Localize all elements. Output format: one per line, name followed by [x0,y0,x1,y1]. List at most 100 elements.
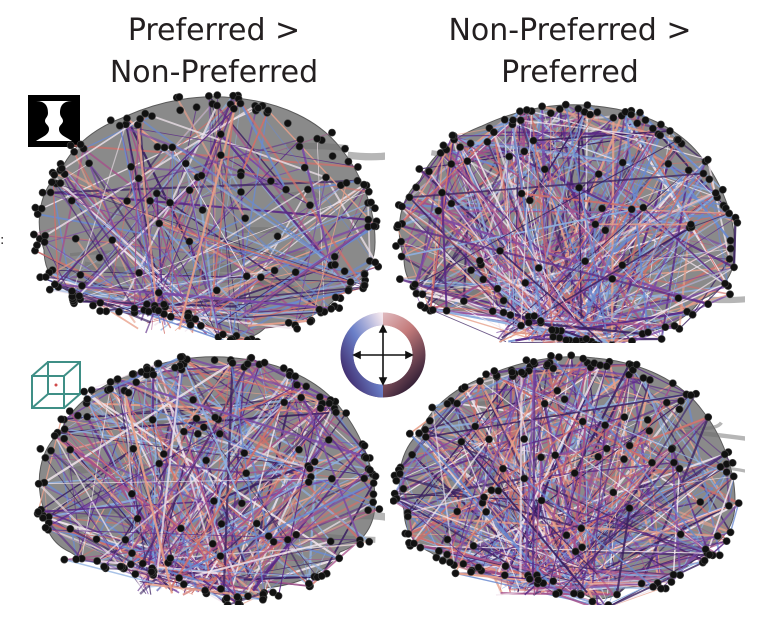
electrode-node [273,232,282,241]
electrode-node [493,284,502,293]
brain-sulcus [708,296,745,304]
connection-line [408,196,534,330]
electrode-node [625,504,634,513]
electrode-node [40,238,49,246]
electrode-node [328,152,337,160]
connection-line [459,146,554,338]
connection-line [519,120,603,319]
electrode-node [36,445,45,453]
electrode-nodes [392,100,742,343]
electrode-node [506,311,515,319]
electrode-node [633,119,642,128]
electrode-node [41,523,50,532]
electrode-node [254,104,263,112]
connection-line [622,161,736,219]
electrode-node [415,429,423,438]
connection-line [400,361,610,468]
electrode-node [127,162,135,171]
electrode-node [340,267,349,276]
connection-line [429,145,445,311]
electrode-node [50,280,59,289]
electrode-node [453,507,462,516]
electrode-node [193,430,202,438]
electrode-node [525,575,534,583]
connection-line [728,476,735,506]
electrode-node [399,484,408,493]
connection-line [706,476,735,554]
electrode-node [176,353,185,361]
connection-line [56,432,77,560]
electrode-node [700,556,709,565]
electrode-node [516,107,524,116]
connection-line [442,144,580,326]
electrode-node [93,557,101,565]
connection-line [158,222,351,283]
connection-line [414,284,528,342]
connection-line [564,104,609,338]
electrode-node [608,274,617,283]
connection-line [231,288,364,307]
connection-line [103,433,221,568]
electrode-node [83,395,92,404]
connection-line [453,135,596,225]
electrode-node [476,377,484,386]
electrode-node [367,198,375,207]
electrode-node [210,356,219,364]
connection-line [119,124,287,191]
electrode-node [130,304,139,313]
column-title-right: Non-Preferred > Preferred [420,10,720,94]
electrode-node [66,524,75,533]
connection-line [243,366,374,476]
electrode-node [722,468,731,476]
electrode-node [306,201,314,210]
electrode-node [447,199,456,208]
connection-line [492,131,558,319]
connection-line [497,364,602,573]
connection-line [401,206,644,258]
electrode-node [562,336,571,343]
electrode-node [636,108,644,117]
electrode-node [560,395,569,404]
electrode-node [572,336,580,343]
connection-line [57,367,284,434]
electrode-node [128,370,137,378]
electrode-node [233,592,242,601]
electrode-node [284,318,293,327]
connection-line [592,425,606,583]
column-title-right-line2: Preferred [501,55,639,90]
connection-line [526,109,708,161]
electrode-node [296,135,305,144]
connection-line [425,393,687,438]
electrode-node [704,413,713,422]
connection-line [205,460,251,578]
electrode-node [260,358,269,367]
electrode-node [549,577,558,585]
electrode-node [148,415,157,424]
electrode-node [574,104,583,113]
brain-sulcus [272,190,320,203]
electrode-node [567,351,576,360]
electrode-node [211,413,219,422]
electrode-node [115,307,123,316]
electrode-node [716,463,725,471]
electrode-node [499,296,508,305]
electrode-node [434,206,443,215]
electrode-node [534,575,543,584]
electrode-node [500,571,509,580]
electrode-node [562,531,571,540]
electrode-node [637,579,646,588]
electrode-node [629,366,637,374]
electrode-node [50,170,59,179]
electrode-node [552,590,560,598]
connection-line [473,545,590,582]
electrode-nodes [30,91,383,340]
electrode-node [509,116,517,125]
margin-mark: : [0,233,5,248]
electrode-node [185,186,194,195]
electrode-node [204,92,213,100]
electrode-node [505,152,514,161]
electrode-node [108,236,117,244]
electrode-node [346,278,355,286]
connection-line [519,372,523,580]
electrode-node [202,456,210,465]
